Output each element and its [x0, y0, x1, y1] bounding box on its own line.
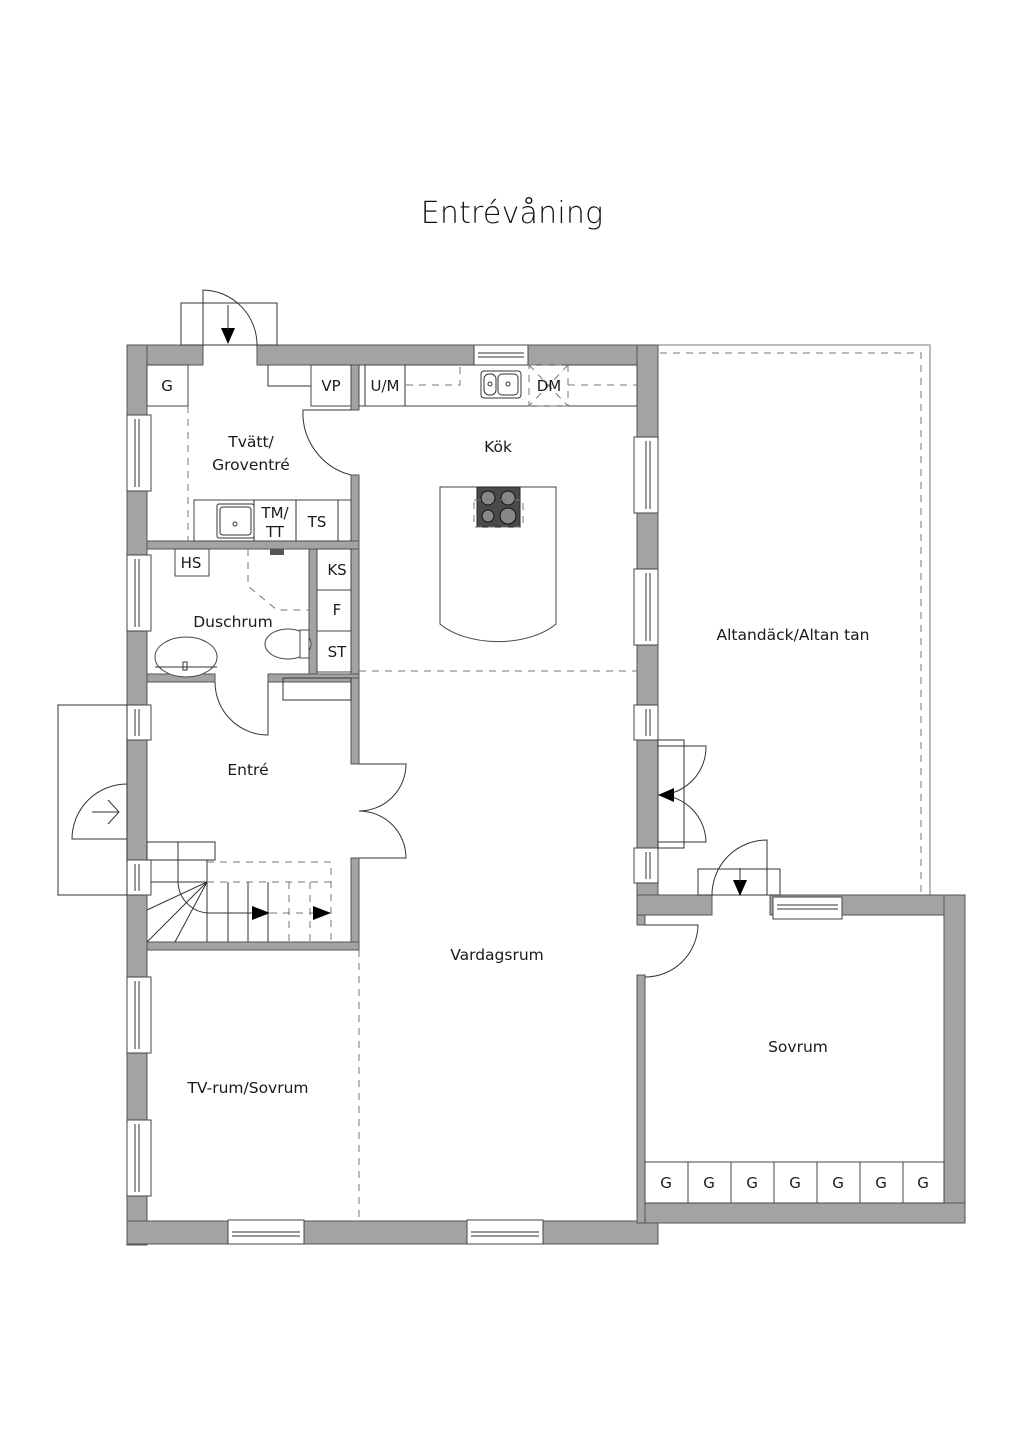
kitchen-fixtures — [316, 364, 638, 673]
fixture-label-f: F — [333, 601, 342, 619]
laundry-fixtures — [146, 364, 352, 542]
room-label-sovrum: Sovrum — [768, 1038, 828, 1056]
wardrobe-label: G — [660, 1174, 672, 1192]
wardrobe-label: G — [875, 1174, 887, 1192]
wardrobe-label: G — [703, 1174, 715, 1192]
room-label-tv-rum: TV-rum/Sovrum — [186, 1079, 308, 1097]
room-label-altan: Altandäck/Altan tan — [716, 626, 869, 644]
room-label-kok: Kök — [484, 438, 512, 456]
fixture-label-hs: HS — [181, 554, 202, 572]
exterior-walls — [126, 344, 966, 1246]
fixture-labels: G VP U/M DM TM/ TT TS HS KS F ST G G G G… — [161, 377, 929, 1192]
fixture-label-um: U/M — [371, 377, 400, 395]
fixture-label-g: G — [161, 377, 173, 395]
room-label-vardagsrum: Vardagsrum — [450, 946, 544, 964]
room-labels: Tvätt/ Groventré Kök Duschrum Entré Vard… — [186, 433, 869, 1097]
room-label-entre: Entré — [227, 761, 268, 779]
wardrobe-label: G — [832, 1174, 844, 1192]
wardrobes — [644, 1161, 945, 1204]
fixture-label-dm: DM — [537, 377, 562, 395]
wardrobe-label: G — [917, 1174, 929, 1192]
fixture-label-ks: KS — [327, 561, 346, 579]
fixture-label-tm: TM/ — [260, 504, 289, 522]
windows — [126, 344, 843, 1245]
room-label-tvatt: Tvätt/ — [227, 433, 274, 451]
room-label-duschrum: Duschrum — [193, 613, 272, 631]
stairs — [146, 677, 352, 943]
fixture-label-tt: TT — [265, 523, 285, 541]
bathroom-fixtures — [154, 548, 312, 678]
doors — [57, 289, 781, 978]
wardrobe-label: G — [746, 1174, 758, 1192]
fixture-label-st: ST — [328, 643, 348, 661]
fixture-label-vp: VP — [321, 377, 340, 395]
floor-title: Entrévåning — [420, 196, 604, 231]
wardrobe-label: G — [789, 1174, 801, 1192]
fixture-label-ts: TS — [307, 513, 327, 531]
terrace-outline — [657, 344, 931, 896]
room-label-groventre: Groventré — [212, 456, 290, 474]
